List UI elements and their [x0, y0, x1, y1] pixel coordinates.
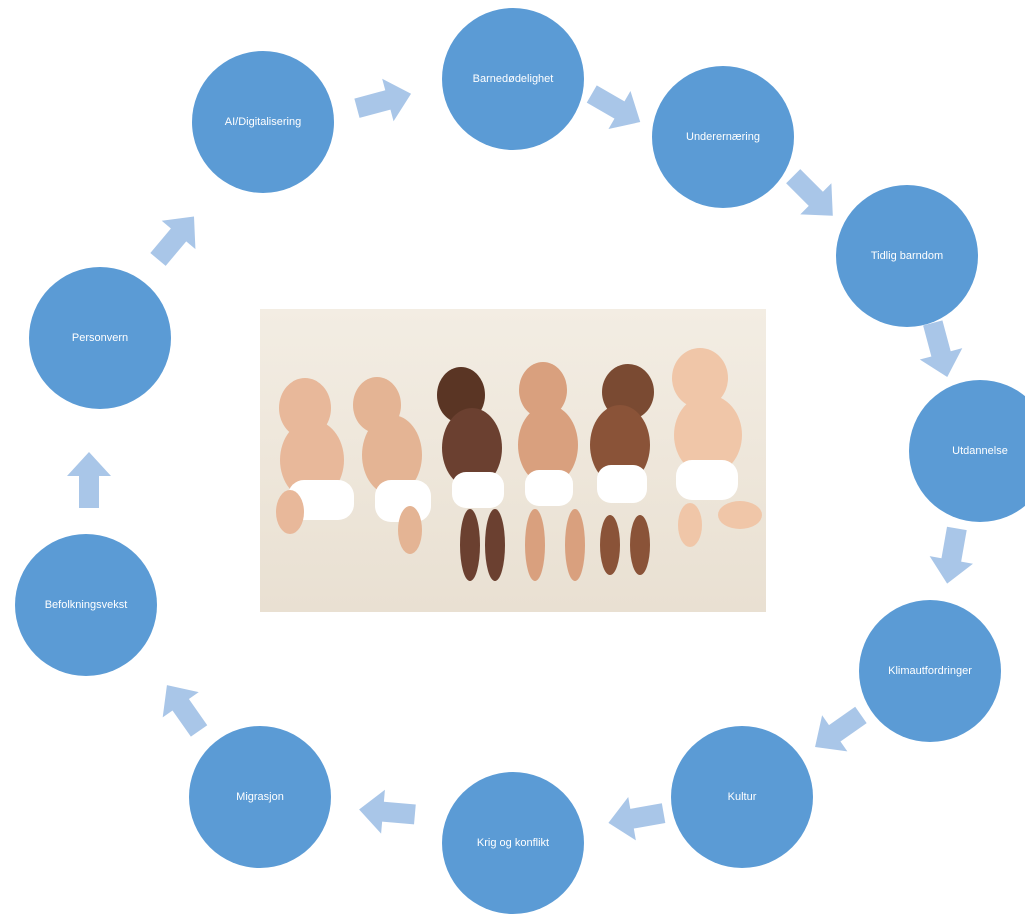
node-migrasjon: Migrasjon: [189, 726, 331, 868]
node-klimautfordringer: Klimautfordringer: [859, 600, 1001, 742]
arrow-shape: [354, 78, 412, 122]
node-label: Befolkningsvekst: [45, 599, 128, 611]
node-label: Kultur: [728, 791, 757, 803]
baby-figure: [437, 367, 505, 581]
baby-figure: [590, 364, 654, 575]
flow-arrow: [359, 789, 416, 834]
flow-arrow: [815, 706, 867, 752]
node-krig-og-konflikt: Krig og konflikt: [442, 772, 584, 914]
node-personvern: Personvern: [29, 267, 171, 409]
node-label: AI/Digitalisering: [225, 116, 301, 128]
flow-arrow: [608, 797, 666, 841]
node-circle: [192, 51, 334, 193]
node-circle: [909, 380, 1025, 522]
node-label: Barnedødelighet: [473, 73, 554, 85]
node-utdannelse: Utdannelse: [909, 380, 1025, 522]
flow-arrow: [919, 320, 963, 378]
baby-figure: [672, 348, 762, 547]
baby-figure: [276, 378, 354, 534]
arrow-shape: [608, 797, 666, 841]
node-underernaering: Underernæring: [652, 66, 794, 208]
flow-arrow: [150, 216, 196, 266]
node-circle: [29, 267, 171, 409]
node-circle: [671, 726, 813, 868]
flow-arrow: [929, 526, 973, 584]
node-label: Underernæring: [686, 131, 760, 143]
baby-figure: [353, 377, 431, 554]
node-label: Utdannelse: [952, 445, 1008, 457]
node-circle: [442, 772, 584, 914]
arrow-shape: [929, 526, 973, 584]
flow-arrow: [786, 169, 833, 216]
arrow-shape: [586, 85, 641, 130]
node-circle: [15, 534, 157, 676]
node-label: Tidlig barndom: [871, 250, 943, 262]
node-tidlig-barndom: Tidlig barndom: [836, 185, 978, 327]
node-kultur: Kultur: [671, 726, 813, 868]
node-ai-digitalisering: AI/Digitalisering: [192, 51, 334, 193]
node-circle: [859, 600, 1001, 742]
node-label: Migrasjon: [236, 791, 284, 803]
flow-arrow: [67, 452, 111, 508]
node-befolkningsvekst: Befolkningsvekst: [15, 534, 157, 676]
node-label: Klimautfordringer: [888, 665, 972, 677]
arrow-shape: [150, 216, 196, 266]
node-label: Personvern: [72, 332, 128, 344]
node-circle: [189, 726, 331, 868]
arrow-shape: [786, 169, 833, 216]
arrow-shape: [67, 452, 111, 508]
arrow-shape: [162, 685, 208, 737]
node-label: Krig og konflikt: [477, 837, 549, 849]
baby-figure: [518, 362, 585, 581]
node-circle: [652, 66, 794, 208]
node-barnedodelighet: Barnedødelighet: [442, 8, 584, 150]
center-photo: [260, 309, 766, 612]
flow-arrow: [354, 78, 412, 122]
arrow-shape: [815, 706, 867, 752]
arrow-shape: [359, 789, 416, 834]
node-circle: [442, 8, 584, 150]
arrow-shape: [919, 320, 963, 378]
node-circle: [836, 185, 978, 327]
flow-arrow: [162, 685, 208, 737]
flow-arrow: [586, 85, 641, 130]
